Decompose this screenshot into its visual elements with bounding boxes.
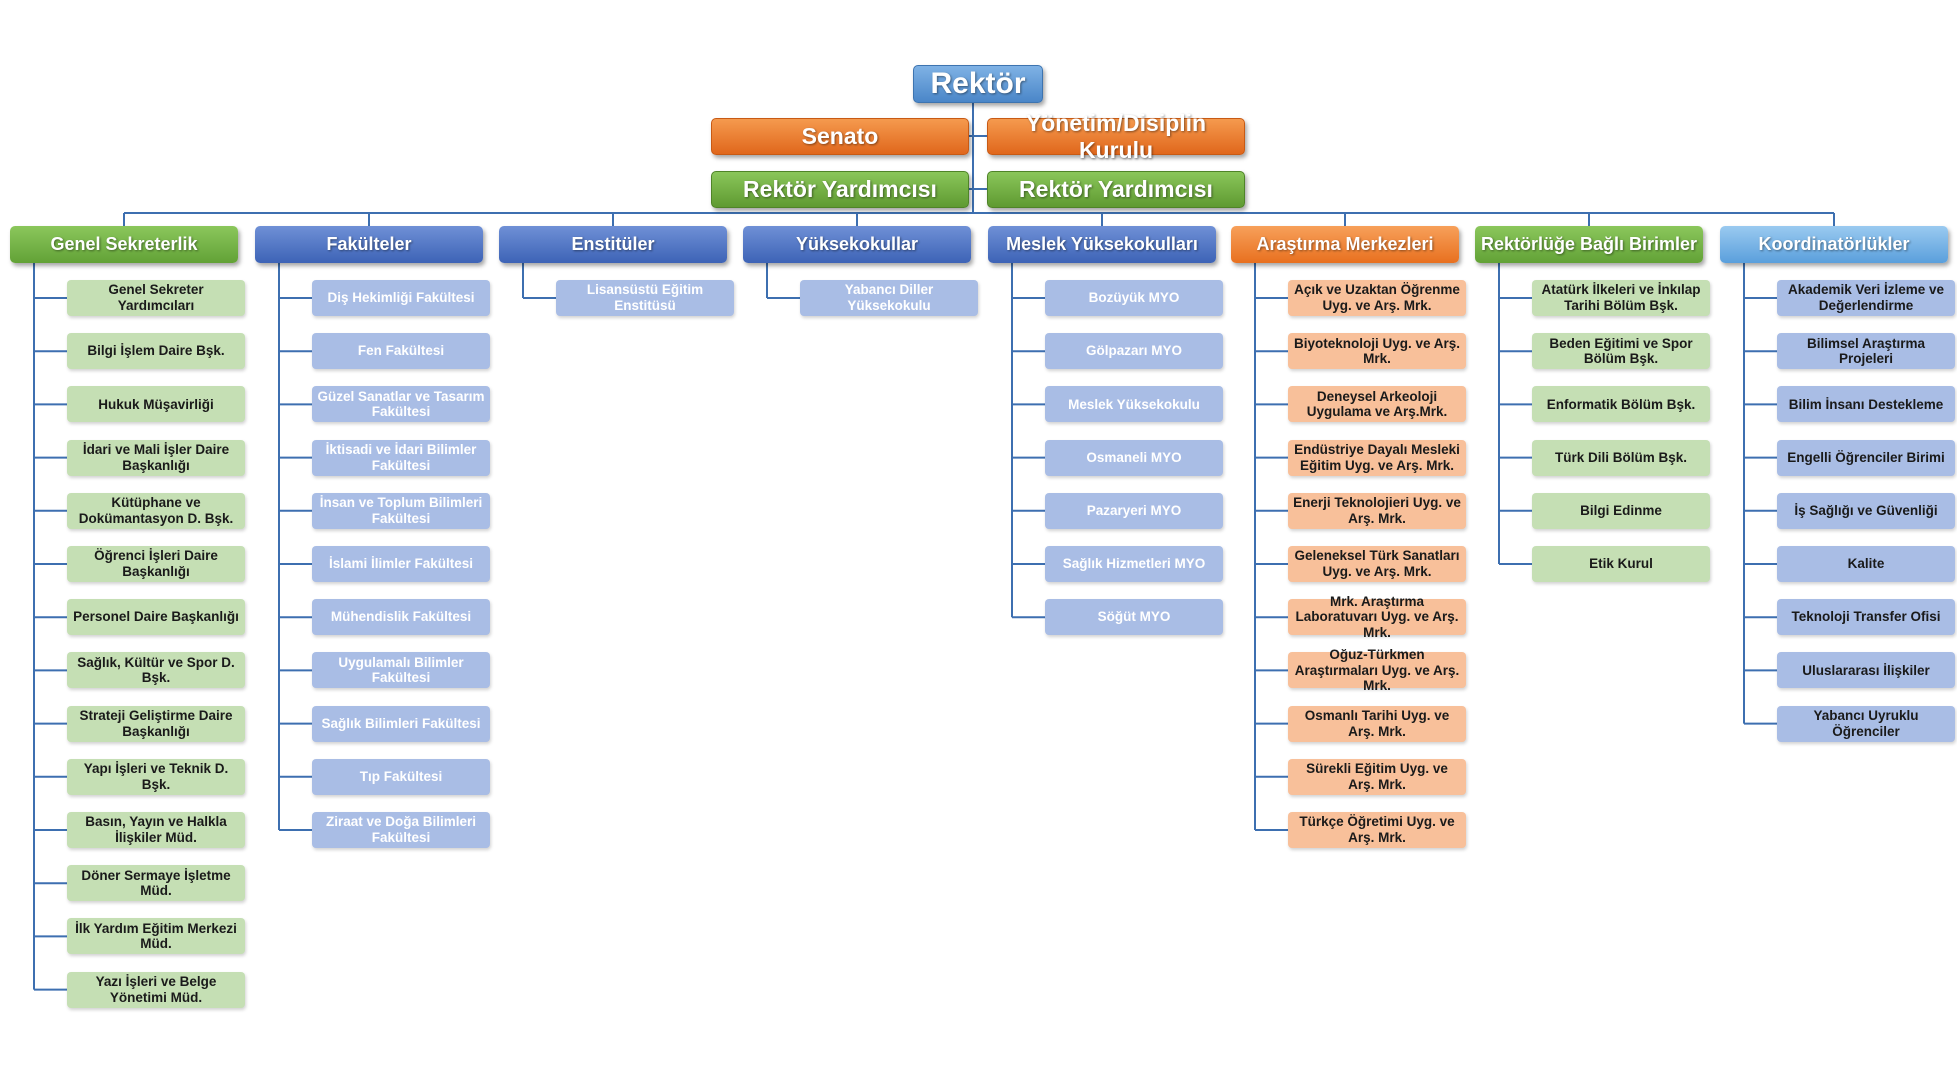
unit-box[interactable]: Beden Eğitimi ve Spor Bölüm Bşk. [1532,333,1710,370]
unit-box[interactable]: Deneysel Arkeoloji Uygulama ve Arş.Mrk. [1288,386,1466,423]
unit-box[interactable]: Bilimsel Araştırma Projeleri [1777,333,1955,370]
unit-box[interactable]: Türk Dili Bölüm Bşk. [1532,439,1710,476]
column-header[interactable]: Yüksekokullar [743,226,971,263]
unit-box[interactable]: Akademik Veri İzleme ve Değerlendirme [1777,280,1955,316]
unit-box[interactable]: Lisansüstü Eğitim Enstitüsü [556,280,734,316]
unit-box[interactable]: Osmanlı Tarihi Uyg. ve Arş. Mrk. [1288,705,1466,742]
unit-box[interactable]: Döner Sermaye İşletme Müd. [67,865,245,902]
unit-box[interactable]: Engelli Öğrenciler Birimi [1777,439,1955,476]
unit-box[interactable]: Tıp Fakültesi [312,758,490,795]
unit-box[interactable]: İnsan ve Toplum Bilimleri Fakültesi [312,492,490,529]
unit-box[interactable]: Atatürk İlkeleri ve İnkılap Tarihi Bölüm… [1532,280,1710,316]
unit-box[interactable]: İslami İlimler Fakültesi [312,546,490,582]
unit-box[interactable]: Hukuk Müşavirliği [67,386,245,423]
unit-box[interactable]: Bilgi İşlem Daire Bşk. [67,333,245,370]
unit-box[interactable]: Sağlık Hizmetleri MYO [1045,546,1223,582]
unit-box[interactable]: Gölpazarı MYO [1045,333,1223,370]
yonetim-kurulu-box[interactable]: Yönetim/Disiplin Kurulu [987,110,1245,163]
unit-box[interactable]: Yapı İşleri ve Teknik D. Bşk. [67,758,245,795]
unit-box[interactable]: Söğüt MYO [1045,599,1223,636]
unit-box[interactable]: Pazaryeri MYO [1045,492,1223,529]
unit-box[interactable]: Etik Kurul [1532,546,1710,582]
unit-box[interactable]: İktisadi ve İdari Bilimler Fakültesi [312,439,490,476]
rektor-yardimcisi-right-box[interactable]: Rektör Yardımcısı [987,171,1245,208]
unit-box[interactable]: Uygulamalı Bilimler Fakültesi [312,652,490,689]
unit-box[interactable]: Sağlık Bilimleri Fakültesi [312,705,490,742]
unit-box[interactable]: Güzel Sanatlar ve Tasarım Fakültesi [312,386,490,423]
unit-box[interactable]: Bilgi Edinme [1532,492,1710,529]
unit-box[interactable]: Osmaneli MYO [1045,439,1223,476]
unit-box[interactable]: Sürekli Eğitim Uyg. ve Arş. Mrk. [1288,758,1466,795]
unit-box[interactable]: Mrk. Araştırma Laboratuvarı Uyg. ve Arş.… [1288,594,1466,640]
column-header[interactable]: Meslek Yüksekokulları [988,226,1216,263]
unit-box[interactable]: Basın, Yayın ve Halkla İlişkiler Müd. [67,812,245,848]
unit-box[interactable]: Ziraat ve Doğa Bilimleri Fakültesi [312,812,490,848]
column-header[interactable]: Araştırma Merkezleri [1231,226,1459,263]
unit-box[interactable]: Bilim İnsanı Destekleme [1777,386,1955,423]
unit-box[interactable]: İdari ve Mali İşler Daire Başkanlığı [67,439,245,476]
unit-box[interactable]: Yazı İşleri ve Belge Yönetimi Müd. [67,971,245,1008]
unit-box[interactable]: Fen Fakültesi [312,333,490,370]
unit-box[interactable]: Endüstriye Dayalı Mesleki Eğitim Uyg. ve… [1288,439,1466,476]
unit-box[interactable]: Mühendislik Fakültesi [312,599,490,636]
column-header[interactable]: Enstitüler [499,226,727,263]
senato-box[interactable]: Senato [711,118,969,155]
unit-box[interactable]: Yabancı Diller Yüksekokulu [800,280,978,316]
unit-box[interactable]: İlk Yardım Eğitim Merkezi Müd. [67,918,245,955]
column-header[interactable]: Genel Sekreterlik [10,226,238,263]
unit-box[interactable]: Geleneksel Türk Sanatları Uyg. ve Arş. M… [1288,546,1466,582]
unit-box[interactable]: İş Sağlığı ve Güvenliği [1777,492,1955,529]
unit-box[interactable]: Yabancı Uyruklu Öğrenciler [1777,705,1955,742]
rektor-box[interactable]: Rektör [913,65,1043,103]
unit-box[interactable]: Enformatik Bölüm Bşk. [1532,386,1710,423]
unit-box[interactable]: Bozüyük MYO [1045,280,1223,316]
unit-box[interactable]: Sağlık, Kültür ve Spor D. Bşk. [67,652,245,689]
unit-box[interactable]: Genel Sekreter Yardımcıları [67,280,245,316]
unit-box[interactable]: Uluslararası İlişkiler [1777,652,1955,689]
column-header[interactable]: Fakülteler [255,226,483,263]
unit-box[interactable]: Öğrenci İşleri Daire Başkanlığı [67,546,245,582]
unit-box[interactable]: Kalite [1777,546,1955,582]
unit-box[interactable]: Biyoteknoloji Uyg. ve Arş. Mrk. [1288,333,1466,370]
rektor-yardimcisi-left-box[interactable]: Rektör Yardımcısı [711,171,969,208]
unit-box[interactable]: Personel Daire Başkanlığı [67,599,245,636]
column-header[interactable]: Rektörlüğe Bağlı Birimler [1475,226,1703,263]
unit-box[interactable]: Strateji Geliştirme Daire Başkanlığı [67,705,245,742]
unit-box[interactable]: Türkçe Öğretimi Uyg. ve Arş. Mrk. [1288,812,1466,848]
unit-box[interactable]: Açık ve Uzaktan Öğrenme Uyg. ve Arş. Mrk… [1288,280,1466,316]
unit-box[interactable]: Teknoloji Transfer Ofisi [1777,599,1955,636]
column-header[interactable]: Koordinatörlükler [1720,226,1948,263]
unit-box[interactable]: Kütüphane ve Dokümantasyon D. Bşk. [67,492,245,529]
unit-box[interactable]: Meslek Yüksekokulu [1045,386,1223,423]
unit-box[interactable]: Enerji Teknolojieri Uyg. ve Arş. Mrk. [1288,492,1466,529]
unit-box[interactable]: Oğuz-Türkmen Araştırmaları Uyg. ve Arş. … [1288,647,1466,693]
unit-box[interactable]: Diş Hekimliği Fakültesi [312,280,490,316]
